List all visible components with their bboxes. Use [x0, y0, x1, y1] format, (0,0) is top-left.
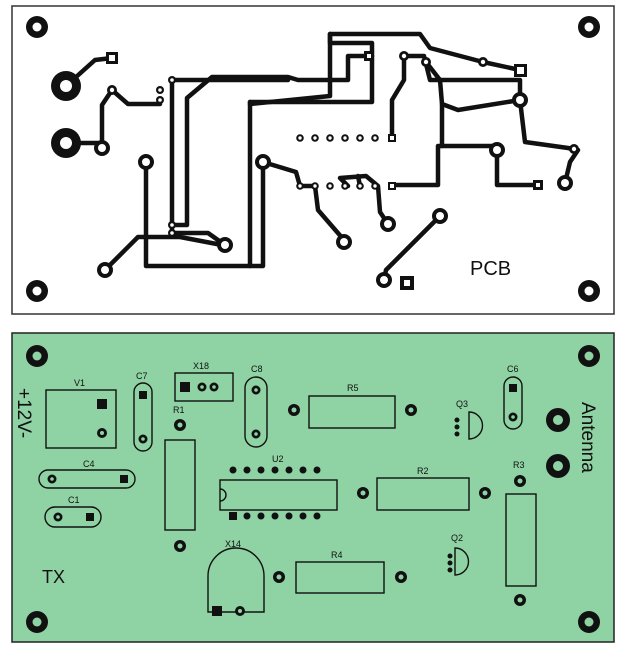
svg-text:Q2: Q2	[451, 533, 463, 543]
component-c7: C7	[133, 371, 153, 452]
pcb-ic-pads-bottom	[296, 182, 396, 190]
pcb-label: PCB	[470, 258, 511, 280]
component-q3: Q3	[454, 399, 484, 440]
svg-text:C1: C1	[68, 495, 80, 505]
svg-text:C8: C8	[251, 364, 263, 374]
svg-text:R3: R3	[513, 460, 525, 470]
component-q2: Q2	[447, 533, 470, 576]
svg-text:X14: X14	[225, 539, 241, 549]
pcb-pads	[51, 51, 579, 290]
svg-text:U2: U2	[272, 454, 284, 464]
component-u2: U2	[219, 454, 338, 520]
svg-text:C4: C4	[83, 459, 95, 469]
svg-text:X18: X18	[193, 361, 209, 371]
pcb-mounting-holes	[26, 16, 600, 302]
component-x14: X14	[207, 539, 265, 616]
pcb-ic-pads-top	[296, 134, 396, 142]
svg-text:Q3: Q3	[456, 399, 468, 409]
component-r1: R1	[164, 405, 196, 552]
power-label: +12V-	[13, 388, 34, 438]
component-r4: R4	[273, 550, 407, 594]
svg-text:R2: R2	[417, 466, 429, 476]
assembly-mounting-holes	[26, 345, 600, 633]
component-c8: C8	[244, 364, 268, 448]
svg-text:V1: V1	[74, 378, 85, 388]
pcb-layout: PCB	[11, 5, 615, 315]
assembly-title: TX	[42, 567, 65, 587]
svg-text:R4: R4	[331, 550, 343, 560]
component-c1: C1	[44, 495, 102, 528]
component-x18: X18	[174, 361, 234, 402]
antenna-label: Antenna	[577, 402, 598, 473]
component-r5: R5	[288, 383, 417, 429]
svg-text:C7: C7	[136, 371, 148, 381]
svg-text:R1: R1	[173, 405, 185, 415]
assembly-layout: +12V- Antenna V1 C7 X18 C8	[11, 332, 615, 643]
svg-text:C6: C6	[507, 364, 519, 374]
component-c4: C4	[38, 459, 136, 489]
component-v1: V1	[45, 378, 117, 449]
component-r2: R2	[357, 466, 491, 511]
component-r3: R3	[505, 460, 537, 606]
component-c6: C6	[503, 364, 523, 430]
svg-text:R5: R5	[347, 383, 359, 393]
